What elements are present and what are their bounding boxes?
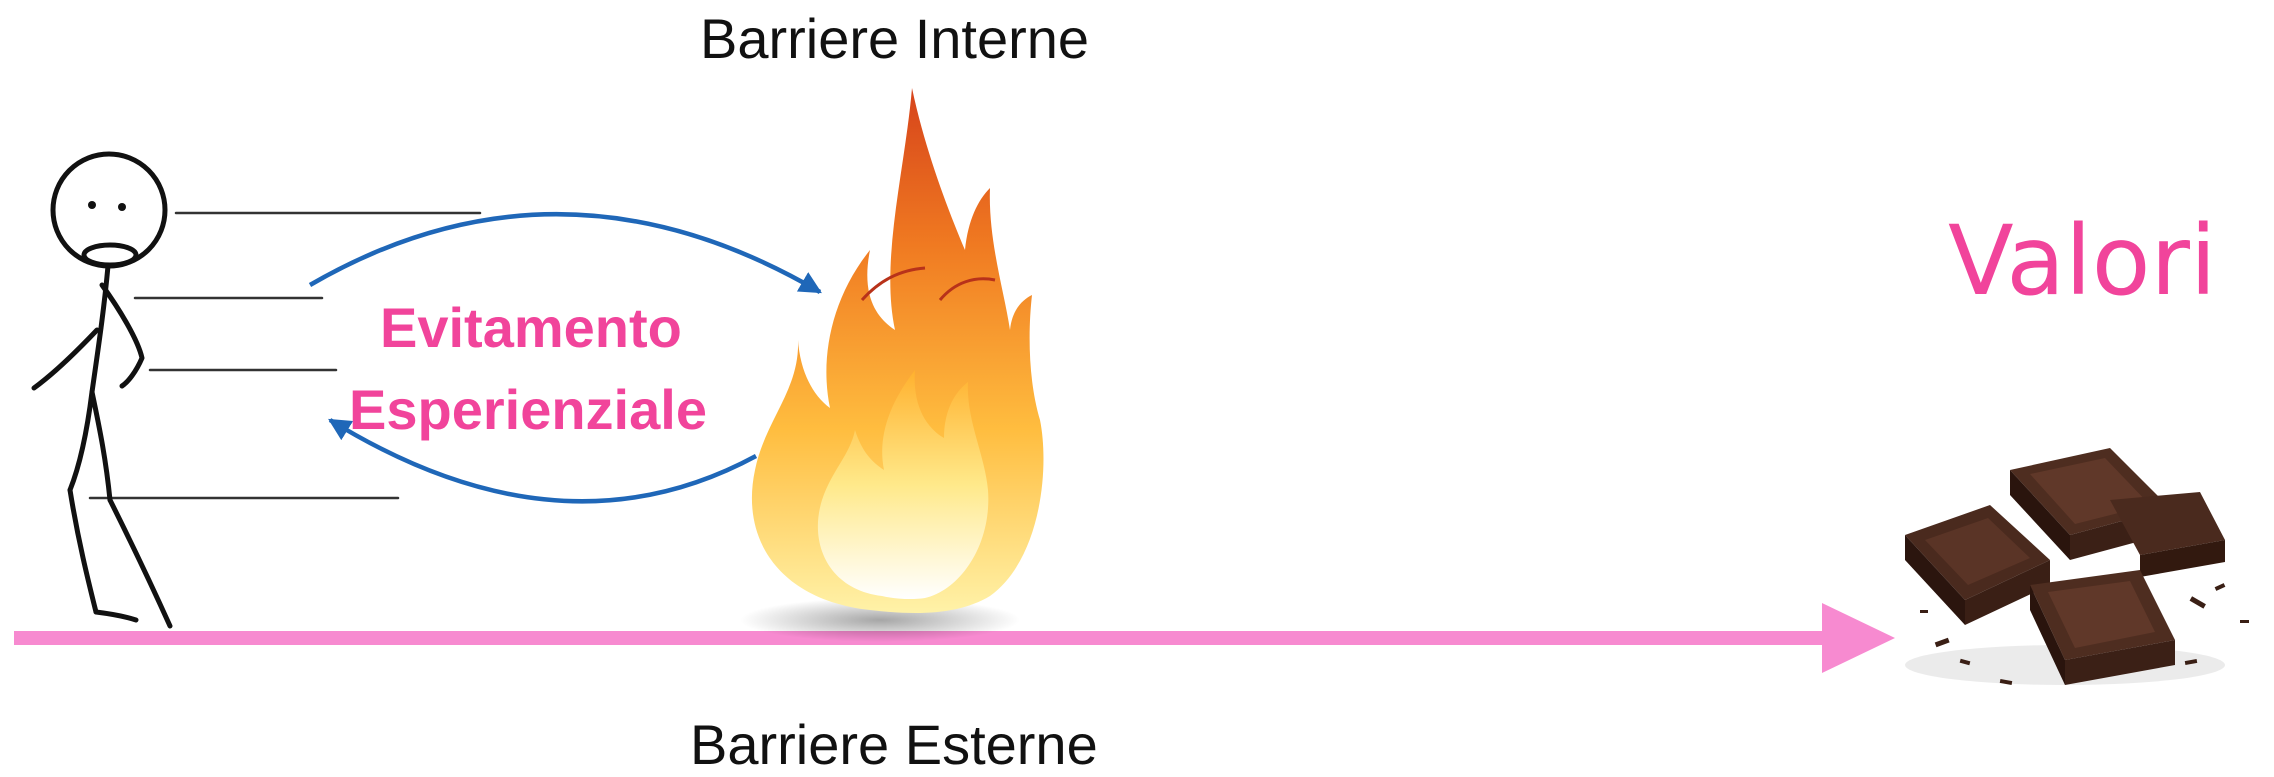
chocolate-icon [1905,448,2249,686]
avoidance-label-line1: Evitamento [380,296,682,359]
approach-arrow [308,212,822,294]
values-label: Valori [1948,205,2217,317]
avoidance-label-line2: Esperienziale [349,378,707,441]
stick-figure-icon [31,151,173,629]
axis-arrowhead [1822,603,1895,673]
retreat-arrow [328,418,758,504]
motion-lines [88,211,482,500]
internal-barriers-label: Barriere Interne [700,7,1090,70]
external-barriers-label: Barriere Esterne [690,713,1098,776]
flame-icon [740,88,1044,642]
